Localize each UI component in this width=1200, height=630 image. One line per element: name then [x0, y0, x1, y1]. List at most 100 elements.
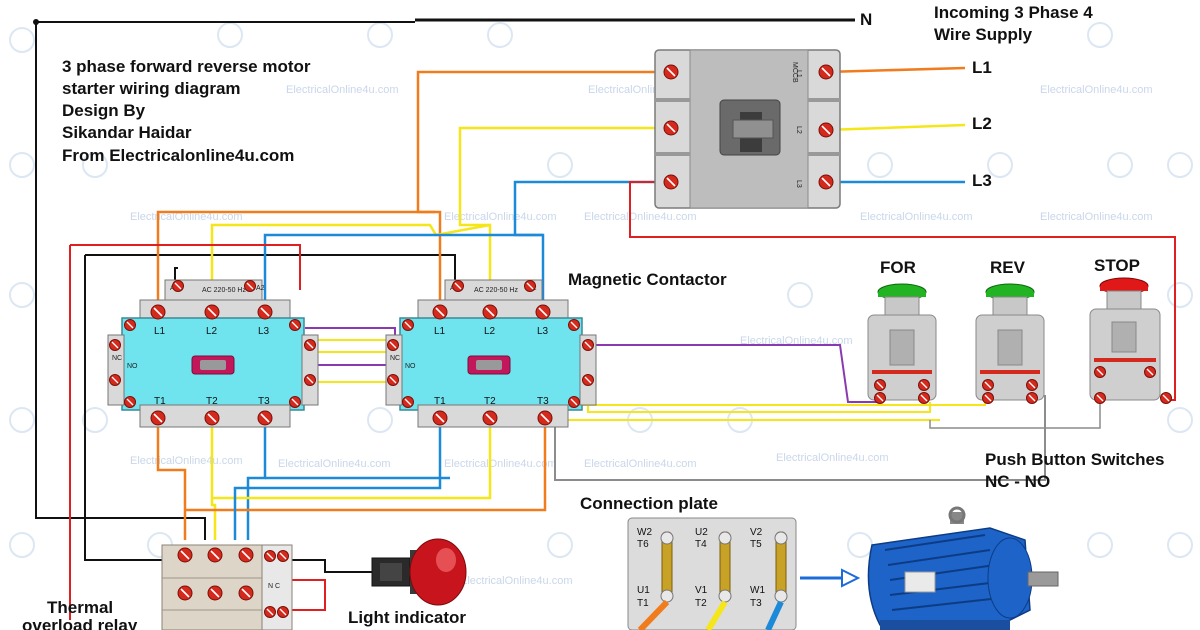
overload-screw	[238, 585, 254, 601]
contactor2-screw	[581, 373, 595, 387]
contactor1-screw	[303, 338, 317, 352]
source-site: From Electricalonline4u.com	[62, 146, 295, 165]
button-rev-screw	[1025, 378, 1039, 392]
contactor1-l3: L3	[258, 326, 270, 337]
neutral-wire	[35, 18, 855, 573]
overload-screw	[177, 547, 193, 563]
plate-t6: T6	[637, 539, 649, 550]
plate-w1: W1	[750, 585, 765, 596]
watermark: ElectricalOnline4u.com	[278, 458, 391, 470]
contactor1-t1: T1	[154, 396, 166, 407]
contactor1-screw	[204, 410, 220, 426]
mccb-load-screw-l1	[818, 64, 834, 80]
contactor2-l1: L1	[434, 326, 446, 337]
contactor1-no: NO	[127, 363, 138, 370]
button-rev-screw	[1025, 391, 1039, 405]
watermark: ElectricalOnline4u.com	[776, 452, 889, 464]
contactor2-screw	[401, 318, 415, 332]
mccb-breaker	[654, 49, 841, 209]
connection-plate	[627, 517, 797, 630]
overload-aux-screw	[263, 549, 277, 563]
plate-t3: T3	[750, 598, 762, 609]
supply-title-line-1: Incoming 3 Phase 4	[934, 3, 1093, 22]
contactor2-screw	[567, 395, 581, 409]
contactor2-screw	[386, 338, 400, 352]
mccb-terminal-l1: L1	[795, 70, 802, 78]
contactor1-t3: T3	[258, 396, 270, 407]
supply-l2-label: L2	[972, 114, 992, 133]
button-stop-screw	[1159, 391, 1173, 405]
diagram-title-line-1: 3 phase forward reverse motor	[62, 57, 311, 76]
gray-wire-return	[929, 400, 1101, 429]
contactor1-screw	[288, 318, 302, 332]
contactor1-screw	[257, 410, 273, 426]
button-stop-label: STOP	[1094, 256, 1140, 275]
contactor2-l2: L2	[484, 326, 496, 337]
contactor1-screw	[123, 395, 137, 409]
contactor1-screw	[150, 304, 166, 320]
plate-v2: V2	[750, 527, 763, 538]
contactor-heading: Magnetic Contactor	[568, 270, 727, 289]
supply-l3-label: L3	[972, 171, 992, 190]
push-button-rev[interactable]	[975, 283, 1045, 401]
button-stop-screw	[1093, 391, 1107, 405]
contactor1-l1: L1	[154, 326, 166, 337]
button-rev-screw	[981, 391, 995, 405]
button-for-label: FOR	[880, 258, 916, 277]
push-button-for[interactable]	[867, 283, 937, 401]
contactor2-screw	[432, 304, 448, 320]
watermark: ElectricalOnline4u.com	[1040, 211, 1153, 223]
control-wire	[69, 181, 1176, 620]
contactor2-screw	[535, 304, 551, 320]
plate-w2: W2	[637, 527, 652, 538]
button-rev-screw	[981, 378, 995, 392]
contactor1-screw	[288, 395, 302, 409]
contactor2-screw	[451, 279, 465, 293]
button-for-screw	[873, 378, 887, 392]
contactor2-screw	[581, 338, 595, 352]
push-buttons-contacts: NC - NO	[985, 472, 1051, 491]
contactor1-screw	[123, 318, 137, 332]
overload-aux-screw	[276, 605, 290, 619]
mccb-load-screw-l2	[818, 122, 834, 138]
contactor2-screw	[482, 304, 498, 320]
mccb-line-screw-l3	[663, 174, 679, 190]
contactor-forward	[107, 279, 319, 428]
watermark: ElectricalOnline4u.com	[286, 84, 399, 96]
output-wires	[156, 418, 547, 625]
watermark: ElectricalOnline4u.com	[584, 211, 697, 223]
overload-screw	[177, 585, 193, 601]
contactor2-screw	[386, 373, 400, 387]
diagram-title-line-2: starter wiring diagram	[62, 79, 241, 98]
mccb-line-screw-l2	[663, 120, 679, 136]
contactor1-screw	[108, 338, 122, 352]
button-stop-screw	[1143, 365, 1157, 379]
plate-u2: U2	[695, 527, 708, 538]
overload-screw	[207, 585, 223, 601]
push-button-stop[interactable]	[1089, 277, 1161, 401]
contactor1-screw	[204, 304, 220, 320]
push-buttons-heading: Push Button Switches	[985, 450, 1165, 469]
contactor2-no: NO	[405, 363, 416, 370]
contactor1-screw	[243, 279, 257, 293]
motor-icon	[867, 506, 1059, 630]
watermark: ElectricalOnline4u.com	[444, 458, 557, 470]
arrow-icon	[800, 568, 861, 588]
watermark: ElectricalOnline4u.com	[584, 458, 697, 470]
plate-t2: T2	[695, 598, 707, 609]
contactor1-screw	[303, 373, 317, 387]
overload-aux-screw	[263, 605, 277, 619]
mccb-line-screw-l1	[663, 64, 679, 80]
plate-t4: T4	[695, 539, 707, 550]
button-for-screw	[873, 391, 887, 405]
contactor1-screw	[171, 279, 185, 293]
neutral-label: N	[860, 10, 873, 29]
contactor2-t1: T1	[434, 396, 446, 407]
contactor2-t2: T2	[484, 396, 496, 407]
watermark: ElectricalOnline4u.com	[444, 211, 557, 223]
contactor2-l3: L3	[537, 326, 549, 337]
line-feeder-wires	[156, 210, 545, 308]
plate-u1: U1	[637, 585, 650, 596]
contactor1-screw	[150, 410, 166, 426]
